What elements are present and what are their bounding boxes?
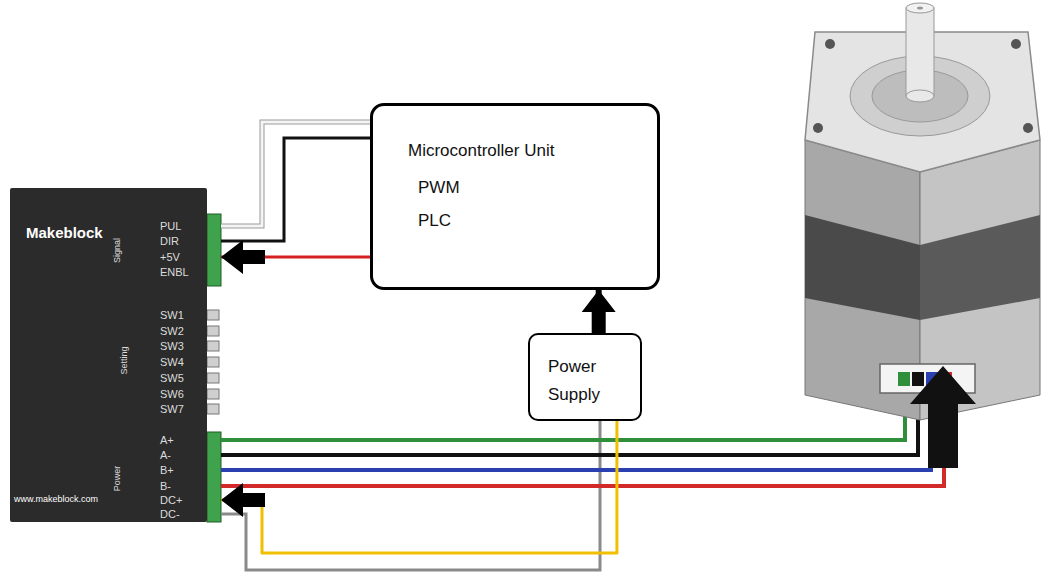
pin-label: DC+ — [160, 494, 182, 507]
box-item: PLC — [418, 211, 451, 231]
pin-label: +5V — [160, 251, 180, 264]
arrow-head — [582, 290, 616, 334]
power-terminal — [207, 432, 221, 522]
pin-label: SW5 — [160, 372, 184, 385]
pin-label: A+ — [160, 434, 174, 447]
pin-label: A- — [160, 449, 171, 462]
arrow-head — [221, 240, 265, 274]
brand-name: Makeblock — [26, 224, 103, 241]
section-label: Setting — [118, 346, 131, 374]
box-title: Power Supply — [548, 353, 628, 409]
pin-label: SW6 — [160, 388, 184, 401]
pin-label: DIR — [160, 235, 179, 248]
website: www.makeblock.com — [14, 494, 98, 504]
pin-label: SW3 — [160, 340, 184, 353]
section-label: Signal — [112, 237, 125, 262]
arrow-head — [221, 483, 265, 517]
pin-label: SW2 — [160, 325, 184, 338]
stepper-motor — [805, 3, 1040, 420]
dir-wire — [221, 138, 370, 241]
process-box: Power Supply — [528, 333, 642, 421]
box-item: PWM — [418, 178, 460, 198]
signal-terminal — [207, 214, 221, 286]
box-title: Microcontroller Unit — [408, 141, 554, 161]
pin-label: SW1 — [160, 309, 184, 322]
pin-label: SW4 — [160, 356, 184, 369]
pin-label: PUL — [160, 220, 181, 233]
pin-label: SW7 — [160, 403, 184, 416]
dip-switches — [207, 310, 219, 414]
section-label: Power — [111, 465, 124, 491]
process-box: Microcontroller UnitPWM PLC — [370, 103, 660, 290]
pin-label: B- — [160, 480, 171, 493]
pin-label: ENBL — [160, 266, 189, 279]
pin-label: DC- — [160, 508, 180, 521]
pin-label: B+ — [160, 464, 174, 477]
wire-connector — [221, 421, 617, 553]
motor-arrow — [910, 366, 976, 468]
